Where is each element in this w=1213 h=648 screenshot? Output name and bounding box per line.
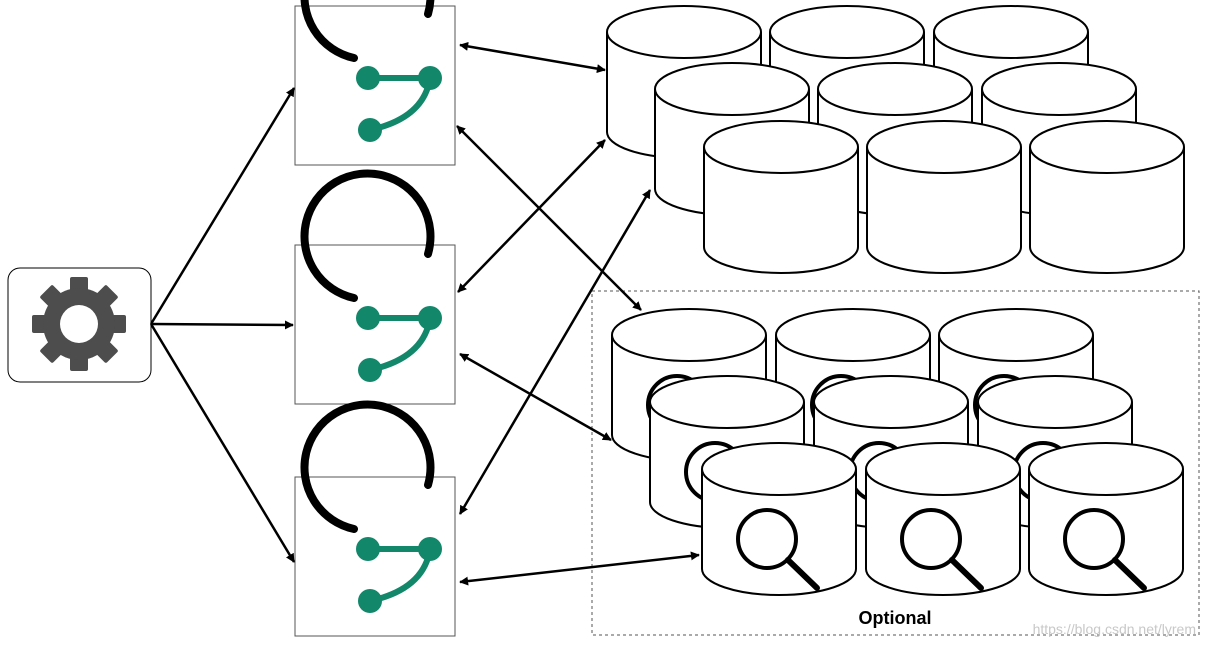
watermark-text: https://blog.csdn.net/lyrem xyxy=(1033,621,1196,637)
arrow-node-1-index xyxy=(456,125,642,311)
database-cylinder-icon xyxy=(1029,120,1185,274)
arrow-scheduler-node-1 xyxy=(149,87,296,325)
index-cluster xyxy=(612,309,1183,595)
search-index-cylinder-icon xyxy=(1029,443,1183,595)
node-box-1 xyxy=(294,0,456,166)
scheduler-arrows xyxy=(149,87,296,563)
gear-icon xyxy=(32,277,127,371)
arrow-scheduler-node-2 xyxy=(150,320,294,330)
database-cylinder-icon xyxy=(703,120,859,274)
storage-cluster xyxy=(606,5,1185,274)
optional-label: Optional xyxy=(859,608,932,628)
scheduler-box xyxy=(7,267,152,383)
node-box-2 xyxy=(294,173,456,405)
arrow-scheduler-node-3 xyxy=(149,323,296,563)
arrow-node-3-index xyxy=(459,551,700,586)
arrow-node-2-storage xyxy=(457,139,606,293)
arrow-node-3-storage xyxy=(458,189,652,515)
node-box-3 xyxy=(294,404,456,637)
database-cylinder-icon xyxy=(866,120,1022,274)
search-index-cylinder-icon xyxy=(702,443,856,595)
data-arrows xyxy=(456,41,700,586)
arrow-node-2-index xyxy=(459,352,612,442)
search-index-cylinder-icon xyxy=(866,443,1020,595)
arrow-node-1-storage xyxy=(459,41,606,74)
